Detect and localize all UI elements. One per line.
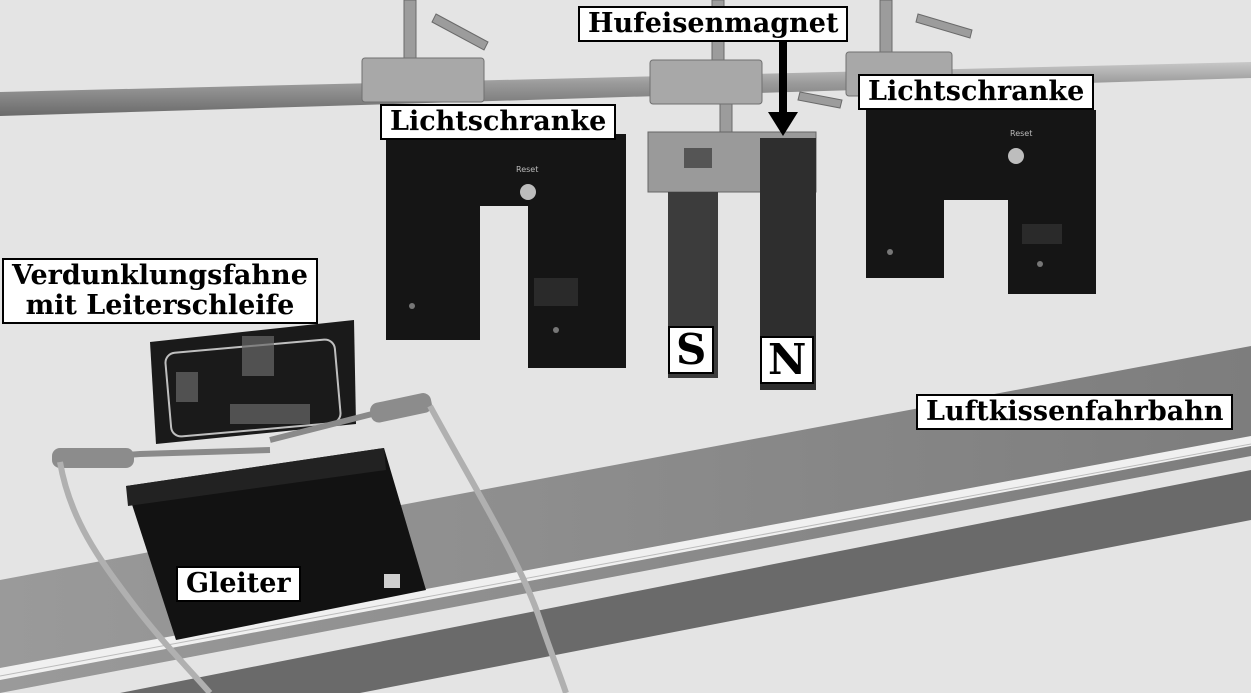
magnet-arrow [768,40,798,136]
south-pole-label: S [668,326,715,374]
darkening-flag [150,320,356,444]
light-gate-right: Reset [866,110,1096,294]
verdunklungsfahne-line1: Verdunklungsfahne [12,260,308,291]
north-pole-label: N [760,336,815,384]
cables [52,393,569,693]
verdunklungsfahne-label: Verdunklungsfahne mit Leiterschleife [2,258,318,324]
verdunklungsfahne-line2: mit Leiterschleife [25,290,295,321]
lichtschranke-right-label: Lichtschranke [858,74,1095,110]
hufeisenmagnet-label: Hufeisenmagnet [578,6,849,42]
reset-text-left: Reset [516,165,538,174]
lichtschranke-left-label: Lichtschranke [380,104,617,140]
light-gate-left: Reset [386,134,626,368]
luftkissenfahrbahn-label: Luftkissenfahrbahn [916,394,1234,430]
reset-text-right: Reset [1010,129,1032,138]
gleiter-label: Gleiter [176,566,301,602]
